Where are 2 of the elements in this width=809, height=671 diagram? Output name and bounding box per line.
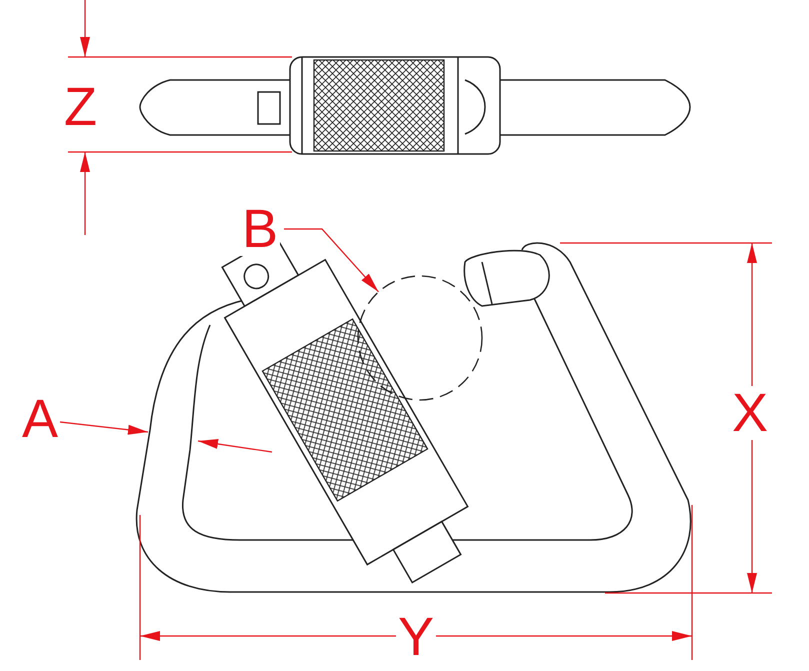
dashed-circle <box>356 274 484 402</box>
leader-line <box>284 228 379 292</box>
